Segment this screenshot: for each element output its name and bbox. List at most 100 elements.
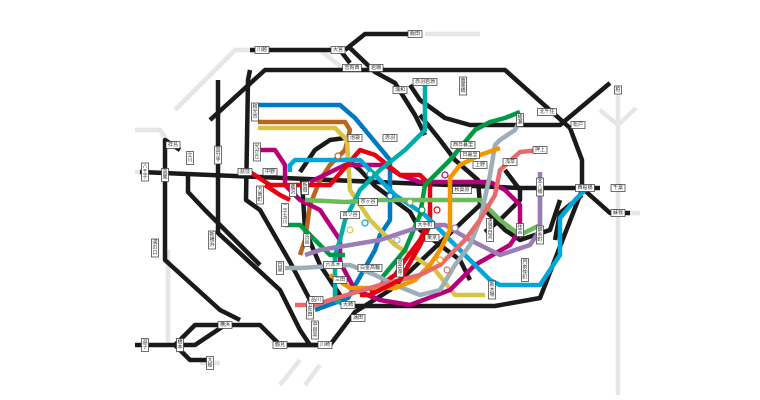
station-33[interactable]: 千葉 xyxy=(610,184,626,192)
station-name: 押上 xyxy=(535,146,545,153)
station-box xyxy=(317,341,333,349)
station-12[interactable]: 松戸 xyxy=(570,121,586,129)
station-16[interactable]: 和光市 xyxy=(251,102,259,122)
station-35[interactable]: 大手町 xyxy=(415,221,435,229)
station-name: 高尾 xyxy=(162,169,167,181)
ginza-marker xyxy=(436,256,444,264)
station-19[interactable]: 中野 xyxy=(262,168,278,176)
station-name: 四ツ谷 xyxy=(342,211,357,218)
hibiya-marker xyxy=(393,236,401,244)
station-name: 松戸 xyxy=(573,121,583,128)
station-61[interactable]: 二子玉川 xyxy=(281,203,289,227)
station-34[interactable]: 蘇我 xyxy=(610,209,626,217)
station-55[interactable]: 新木場 xyxy=(488,280,496,300)
station-26[interactable]: 方南町 xyxy=(256,185,264,205)
station-56[interactable]: 清澄白河 xyxy=(486,218,494,242)
station-6[interactable]: 浦和 xyxy=(392,86,408,94)
station-name: 国分寺 xyxy=(215,147,220,163)
station-10[interactable]: 日暮里 xyxy=(460,151,480,159)
station-62[interactable]: 三田 xyxy=(332,276,348,284)
station-49[interactable]: 鶴見 xyxy=(272,341,288,349)
station-name: 綾瀬 xyxy=(517,114,522,126)
station-box xyxy=(357,264,383,272)
station-63[interactable]: 白金高輪 xyxy=(357,264,383,272)
station-44[interactable]: 大崎 xyxy=(340,301,356,309)
station-13[interactable]: 柏 xyxy=(614,85,622,95)
station-2[interactable]: 大宮 xyxy=(330,46,346,54)
station-14[interactable]: 池袋 xyxy=(347,134,363,142)
station-27[interactable]: 上野 xyxy=(472,161,488,169)
tozai-line xyxy=(287,157,587,288)
station-labels: 飯田川越 大宮志賀西岩槻赤羽岩淵浦和 南栗橋北千住西日暮里日暮里 綾瀬松戸 柏池袋 赤羽 和… xyxy=(141,30,626,370)
station-4[interactable]: 岩槻 xyxy=(368,64,384,72)
station-0[interactable]: 飯田 xyxy=(407,30,423,38)
station-29[interactable]: 押上 xyxy=(532,146,548,154)
station-52[interactable]: 大船 xyxy=(206,356,214,370)
station-20[interactable]: 荻窪 xyxy=(237,168,253,176)
station-7[interactable]: 南栗橋 xyxy=(459,76,467,96)
station-1[interactable]: 川越 xyxy=(254,46,270,54)
station-41[interactable]: 目黒 xyxy=(276,261,284,275)
station-11[interactable]: 綾瀬 xyxy=(516,113,524,127)
station-box xyxy=(575,184,595,192)
station-50[interactable]: 溝の口 xyxy=(151,238,159,258)
station-46[interactable]: 川崎 xyxy=(317,341,333,349)
chiyoda-line-west xyxy=(285,222,345,258)
station-22[interactable]: 八王子 xyxy=(141,162,149,182)
station-25[interactable]: 国分寺 xyxy=(214,145,222,165)
hanzomon-marker xyxy=(451,224,459,232)
station-57[interactable]: 門前仲町 xyxy=(521,258,529,282)
station-box xyxy=(262,168,278,176)
station-48[interactable]: 新横浜 xyxy=(208,230,216,250)
yurakucho-marker xyxy=(346,226,354,234)
station-name: 秋葉原 xyxy=(454,186,469,193)
station-24[interactable]: 立川 xyxy=(186,151,194,165)
station-36[interactable]: 東京 xyxy=(424,234,440,242)
station-5[interactable]: 赤羽岩淵 xyxy=(412,78,438,86)
station-21[interactable]: 拝島 xyxy=(165,141,181,149)
station-box xyxy=(459,76,467,96)
station-39[interactable]: 六本木 xyxy=(323,261,343,269)
station-box xyxy=(368,64,384,72)
station-box xyxy=(614,85,622,95)
station-40[interactable]: 渋谷 xyxy=(303,233,311,247)
jr-line-tokaido xyxy=(278,358,302,387)
station-59[interactable]: 錦糸町 xyxy=(536,225,544,245)
station-name: 上野 xyxy=(475,161,485,168)
station-60[interactable]: 中目黒 xyxy=(311,320,319,340)
station-58[interactable]: 住吉 xyxy=(516,223,524,237)
station-9[interactable]: 西日暮里 xyxy=(450,141,476,149)
station-47[interactable]: 横浜 xyxy=(217,321,233,329)
station-3[interactable]: 志賀西 xyxy=(342,64,362,72)
station-box xyxy=(532,146,548,154)
station-38[interactable]: 四ツ谷 xyxy=(340,211,360,219)
station-box xyxy=(450,141,476,149)
station-15[interactable]: 赤羽 xyxy=(382,134,398,142)
station-32[interactable]: 西船橋 xyxy=(575,184,595,192)
station-23[interactable]: 高尾 xyxy=(161,168,169,182)
station-box xyxy=(186,151,194,165)
station-31[interactable]: 本八幡 xyxy=(536,177,544,197)
station-box xyxy=(488,280,496,300)
asakusa-line xyxy=(295,147,541,308)
station-28[interactable]: 浅草 xyxy=(502,158,518,166)
station-51[interactable]: 橋本 xyxy=(176,338,184,352)
station-name: 目黒 xyxy=(277,263,282,274)
station-17[interactable]: 光が丘 xyxy=(253,142,261,162)
station-name: 新宿 xyxy=(302,182,307,194)
station-box xyxy=(251,102,259,122)
station-54[interactable]: 藤沢 xyxy=(289,183,297,197)
station-45[interactable]: 蒲田 xyxy=(350,314,366,322)
station-box xyxy=(358,198,378,206)
station-53[interactable]: 逗子 xyxy=(141,338,149,352)
station-18[interactable]: 新宿 xyxy=(301,181,309,195)
station-30[interactable]: 秋葉原 xyxy=(452,186,472,194)
station-64[interactable]: 泉岳寺 xyxy=(396,258,404,278)
station-43[interactable]: 品川 xyxy=(308,296,324,304)
station-box xyxy=(350,314,366,322)
station-name: 錦糸町 xyxy=(537,226,542,243)
station-37[interactable]: 市ヶ谷 xyxy=(358,198,378,206)
station-8[interactable]: 北千住 xyxy=(537,108,557,116)
station-name: 三田 xyxy=(335,277,345,283)
